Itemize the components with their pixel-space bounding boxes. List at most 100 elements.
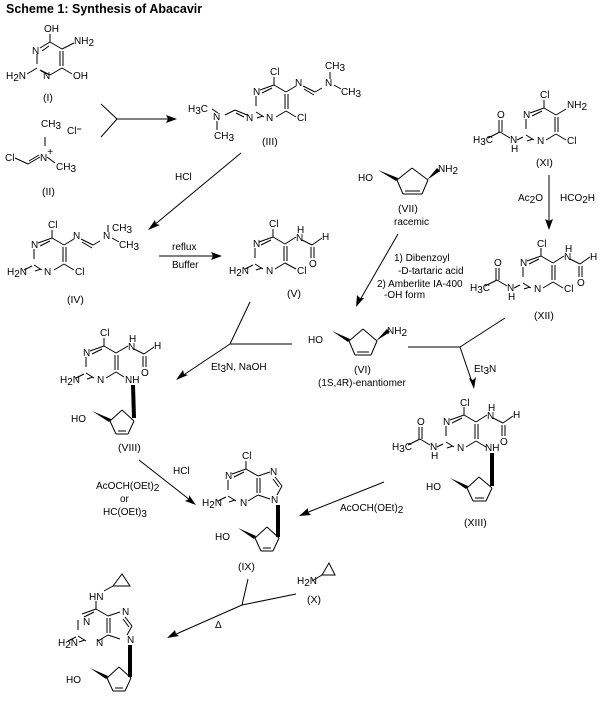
arrow-VII-to-VI: 1) Dibenzoyl -D-tartaric acid 2) Amberli… [356, 233, 464, 307]
atom-n: N [271, 495, 278, 506]
atom-ho: HO [426, 482, 441, 493]
atom-h: H [565, 244, 572, 255]
reagent-acoch-oet2: AcOCH(OEt)2 [96, 481, 160, 494]
atom-h: H [154, 341, 161, 352]
compound-label-VIII: (VIII) [118, 442, 141, 454]
reagent-reflux: reflux [172, 242, 196, 253]
atom-h3c: H3C [188, 104, 208, 117]
compound-label-I: (I) [43, 92, 53, 104]
compound-note-enantiomer: (1S,4R)-enantiomer [318, 378, 406, 389]
arrow-III-to-IV: HCl [148, 152, 242, 230]
atom-h: H [129, 334, 136, 345]
atom-n: N [44, 267, 51, 278]
atom-n: N [253, 239, 260, 250]
atom-ho: HO [308, 335, 323, 346]
atom-cl: Cl [567, 136, 576, 147]
atom-n: N [443, 417, 450, 428]
reagent-hcl: HCl [175, 172, 192, 183]
atom-cl: Cl [297, 113, 306, 124]
atom-h2n: H2N [60, 375, 80, 388]
atom-ch3: CH3 [112, 223, 132, 236]
compound-II: CH3 Cl⁻ Cl N+ CH3 (II) [5, 119, 82, 198]
compound-label-XI: (XI) [536, 157, 553, 169]
atom-h: H [488, 403, 495, 414]
scheme-title: Scheme 1: Synthesis of Abacavir [6, 2, 203, 16]
compound-label-X: (X) [307, 594, 321, 606]
compound-III: Cl N N CH3 N CH3 H3C N N N Cl CH3 (III) [188, 61, 361, 148]
atom-n: N [103, 231, 110, 242]
compound-label-VI: (VI) [354, 364, 371, 376]
atom-n: N [32, 46, 39, 57]
atom-h: H [513, 410, 520, 421]
atom-n: N [487, 411, 494, 422]
arrow-XI-to-XII: Ac2O HCO2H [518, 175, 595, 230]
atom-h2n: H2N [7, 267, 27, 280]
compound-label-VII: (VII) [398, 203, 418, 215]
atom-cl: Cl [242, 451, 251, 462]
reagent-tartaric-acid: -D-tartaric acid [398, 266, 464, 277]
atom-n: N [270, 467, 277, 478]
compound-label-IX: (IX) [238, 561, 255, 573]
atom-n: N [295, 78, 302, 89]
atom-cl: Cl [537, 239, 546, 250]
atom-n: N [97, 375, 104, 386]
atom-cl: Cl [75, 267, 84, 278]
atom-nh2: NH2 [74, 36, 94, 49]
atom-h: H [590, 252, 597, 263]
compound-abacavir: HN N N H2N N N HO [58, 573, 134, 692]
atom-oh: OH [44, 24, 59, 35]
atom-nh: NH [485, 443, 499, 454]
atom-h: H [511, 144, 518, 155]
compound-I: OH NH2 N N H2N OH (I) [6, 24, 94, 104]
atom-n: N [537, 136, 544, 147]
atom-n: N [225, 471, 232, 482]
atom-n: N [128, 342, 135, 353]
atom-o: O [141, 368, 149, 379]
atom-n: N [564, 252, 571, 263]
atom-n: N [534, 284, 541, 295]
reagent-ac2o: Ac2O [518, 193, 543, 206]
atom-ch3: CH3 [41, 119, 61, 132]
compound-label-XII: (XII) [534, 310, 554, 322]
reagent-acoch-oet2-2: AcOCH(OEt)2 [340, 503, 404, 516]
atom-h2n: H2N [297, 576, 317, 589]
compound-label-V: (V) [287, 288, 301, 300]
atom-h2n: H2N [202, 498, 222, 511]
atom-n: N [266, 113, 273, 124]
atom-cl: Cl [269, 219, 278, 230]
reagent-or: or [120, 494, 130, 505]
atom-o: O [494, 258, 502, 269]
atom-oh: OH [73, 71, 88, 82]
atom-o: O [309, 259, 317, 270]
atom-n: N [83, 617, 90, 628]
atom-h2n: H2N [6, 71, 26, 84]
atom-hn: HN [89, 592, 103, 603]
atom-nh2: NH2 [387, 326, 407, 339]
atom-cl: Cl [270, 67, 279, 78]
arrow-XIII-to-IX: AcOCH(OEt)2 [299, 481, 404, 516]
arrow-VI-XII-to-XIII: Et3N [408, 317, 506, 389]
compound-label-XIII: (XIII) [464, 517, 487, 529]
atom-n: N [127, 635, 134, 646]
atom-cl: Cl [564, 284, 573, 295]
atom-h: H [322, 232, 329, 243]
atom-n: N [213, 112, 220, 123]
atom-nh2: NH2 [438, 164, 458, 177]
atom-n: N [31, 240, 38, 251]
reagent-delta: Δ [215, 620, 222, 631]
atom-h3c: H3C [470, 283, 490, 296]
compound-note-racemic: racemic [394, 217, 429, 228]
atom-o: O [577, 278, 585, 289]
atom-n: N [83, 348, 90, 359]
atom-ho: HO [66, 675, 81, 686]
atom-h: H [431, 451, 438, 462]
atom-n: N [296, 233, 303, 244]
atom-h3c: H3C [473, 135, 493, 148]
atom-n: N [122, 607, 129, 618]
atom-n: N [457, 443, 464, 454]
atom-o: O [417, 417, 425, 428]
atom-ch3: CH3 [341, 87, 361, 100]
atom-nh: NH [125, 375, 139, 386]
atom-nh2: NH2 [567, 100, 587, 113]
